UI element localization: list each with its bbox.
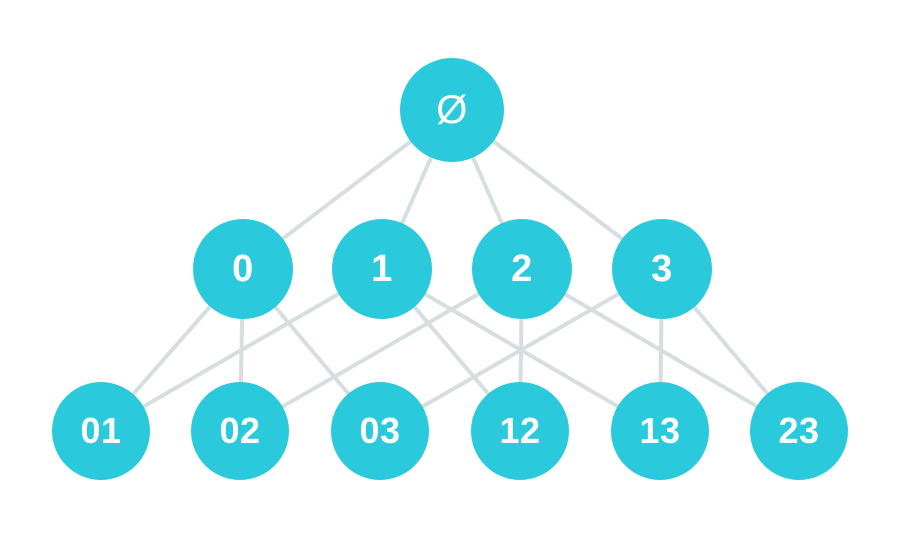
node-2[interactable]: 2 [472, 219, 572, 319]
node-03-label: 03 [359, 410, 401, 451]
node-13[interactable]: 13 [611, 382, 709, 480]
edge-3-03 [378, 267, 664, 433]
node-2-label: 2 [511, 248, 533, 290]
node-empty-set-label: Ø [436, 88, 468, 132]
node-3-label: 3 [651, 248, 673, 290]
node-1-label: 1 [371, 248, 393, 290]
node-13-label: 13 [639, 410, 681, 451]
node-0-label: 0 [232, 248, 254, 290]
node-12[interactable]: 12 [471, 382, 569, 480]
node-02[interactable]: 02 [191, 382, 289, 480]
edge-2-02 [238, 267, 524, 433]
node-0[interactable]: 0 [193, 219, 293, 319]
node-12-label: 12 [499, 410, 541, 451]
node-01-label: 01 [80, 410, 122, 451]
node-02-label: 02 [219, 410, 261, 451]
node-1[interactable]: 1 [332, 219, 432, 319]
node-23[interactable]: 23 [750, 382, 848, 480]
node-23-label: 23 [778, 410, 820, 451]
node-empty-set[interactable]: Ø [400, 58, 504, 162]
edge-1-01 [99, 267, 384, 433]
node-03[interactable]: 03 [331, 382, 429, 480]
node-3[interactable]: 3 [612, 219, 712, 319]
node-01[interactable]: 01 [52, 382, 150, 480]
